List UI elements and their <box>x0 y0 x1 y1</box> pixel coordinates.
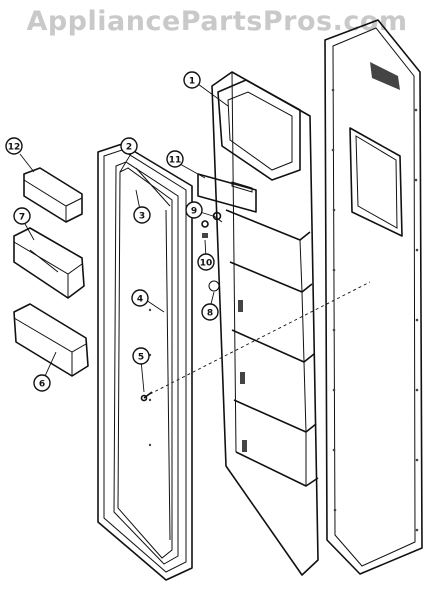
callout-2-label: 2 <box>126 143 132 153</box>
door-bin-7 <box>13 227 85 299</box>
callout-11-label: 11 <box>169 156 182 166</box>
callout-9: 9 <box>185 201 203 219</box>
callout-12-label: 12 <box>8 143 21 153</box>
door-gasket <box>97 143 193 581</box>
callout-7: 7 <box>13 207 31 225</box>
door-bin-12 <box>23 167 83 223</box>
trim-plate <box>197 173 257 213</box>
outer-door-panel <box>324 19 423 575</box>
callout-6-label: 6 <box>39 380 45 390</box>
callout-3: 3 <box>133 206 151 224</box>
callout-7-label: 7 <box>19 213 25 223</box>
leader-lines <box>19 83 229 393</box>
door-liner <box>211 71 319 576</box>
callout-1-label: 1 <box>189 77 195 87</box>
callout-1: 1 <box>183 71 201 89</box>
callout-2: 2 <box>120 137 138 155</box>
callout-5: 5 <box>132 347 150 365</box>
callout-10-label: 10 <box>200 259 213 269</box>
callout-6: 6 <box>33 374 51 392</box>
callout-11: 11 <box>166 150 184 168</box>
callout-4: 4 <box>131 289 149 307</box>
callout-5-label: 5 <box>138 353 144 363</box>
door-bin-6 <box>13 303 89 377</box>
callout-9-label: 9 <box>191 207 197 217</box>
callout-8-label: 8 <box>207 309 213 319</box>
callout-10: 10 <box>197 253 215 271</box>
callout-8: 8 <box>201 303 219 321</box>
hardware <box>201 211 223 292</box>
callout-12: 12 <box>5 137 23 155</box>
callout-3-label: 3 <box>139 212 145 222</box>
callout-4-label: 4 <box>137 295 143 305</box>
watermark: AppliancePartsPros.com <box>26 6 408 37</box>
